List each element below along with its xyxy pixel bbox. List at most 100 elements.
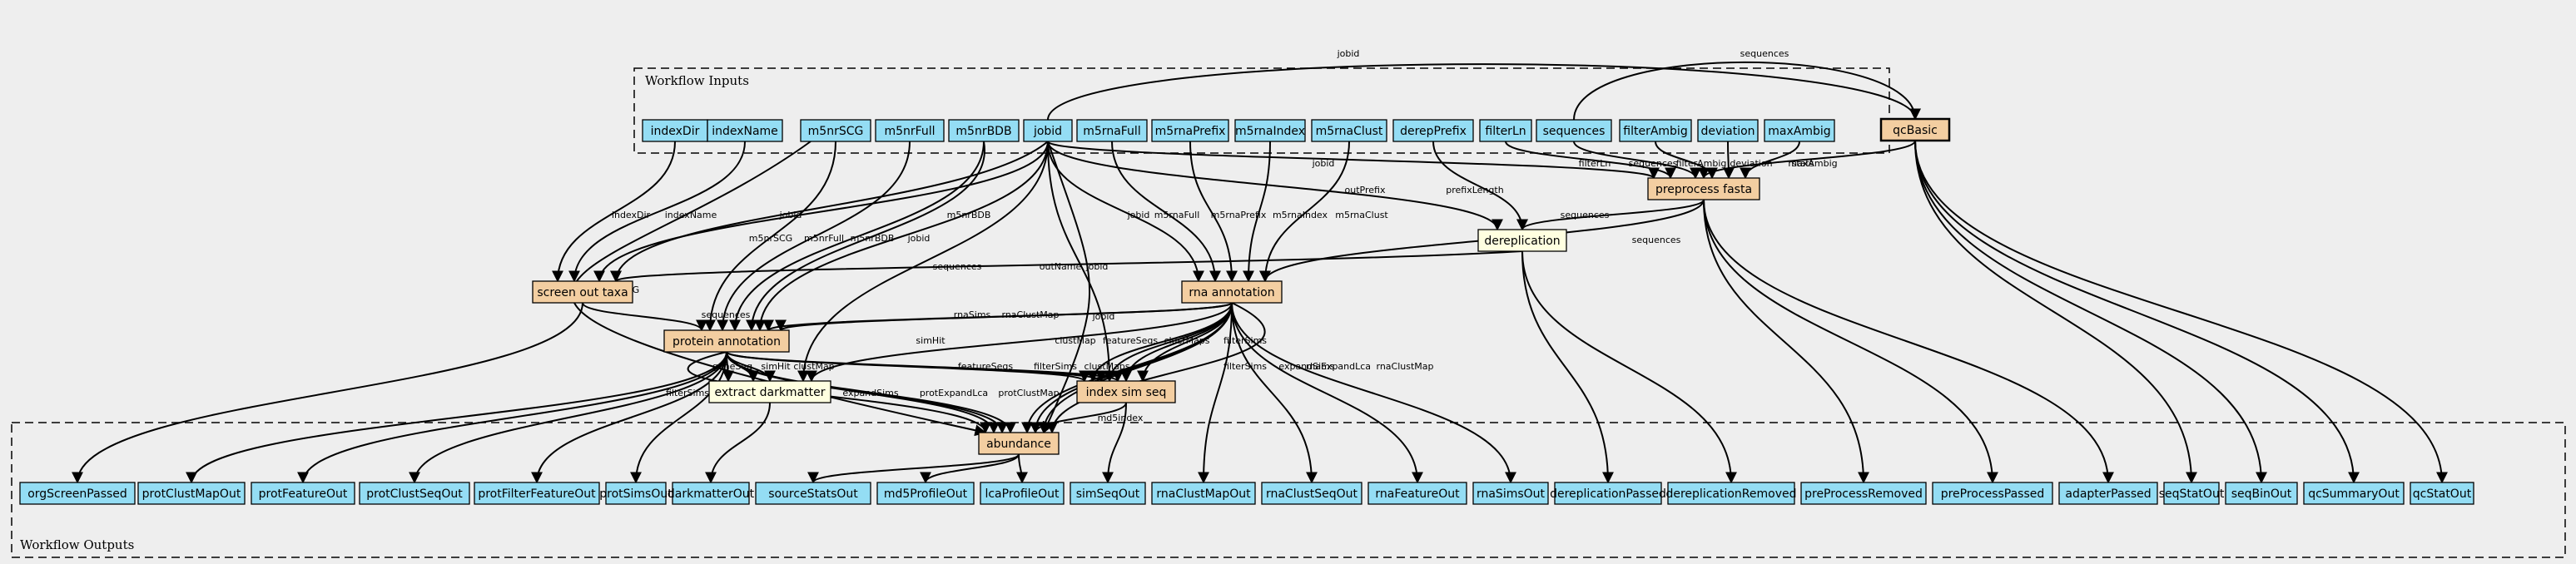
node-extract-darkmatter[interactable]: extract darkmatter — [708, 380, 831, 403]
node-deviation[interactable]: deviation — [1697, 119, 1759, 142]
node-seqstatout[interactable]: seqStatOut — [2159, 482, 2225, 505]
node-protfilterfeatureout[interactable]: protFilterFeatureOut — [474, 482, 600, 505]
edge-label: filterLn — [1579, 158, 1611, 169]
node-m5nrscg[interactable]: m5nrSCG — [800, 119, 871, 142]
node-adapterpassed[interactable]: adapterPassed — [2058, 482, 2158, 505]
edge-label: indexDir — [612, 210, 651, 220]
node-seqbinout[interactable]: seqBinOut — [2225, 482, 2298, 505]
node-label: extract darkmatter — [714, 386, 825, 399]
node-indexdir[interactable]: indexDir — [642, 119, 708, 142]
node-jobid[interactable]: jobid — [1023, 119, 1073, 142]
node-protfeatureout[interactable]: protFeatureOut — [251, 482, 355, 505]
node-label: maxAmbig — [1768, 125, 1830, 138]
edge-label: m5rnaFull — [1154, 210, 1200, 220]
edge-6 — [1722, 141, 1735, 180]
edge-56 — [186, 351, 727, 484]
node-label: preprocess fasta — [1655, 183, 1752, 196]
edge-label: sequences — [933, 261, 982, 272]
edge-60 — [630, 351, 727, 484]
node-label: protFilterFeatureOut — [478, 487, 596, 501]
edge-14 — [552, 141, 676, 283]
node-label: indexName — [712, 125, 778, 138]
edge-68 — [1231, 302, 1423, 484]
node-lcaprofileout[interactable]: lcaProfileOut — [980, 482, 1065, 505]
node-sourcestatsout[interactable]: sourceStatsOut — [755, 482, 871, 505]
edge-20 — [717, 141, 911, 332]
node-rna-annotation[interactable]: rna annotation — [1181, 280, 1283, 304]
node-m5rnaprefix[interactable]: m5rnaPrefix — [1151, 119, 1229, 142]
node-label: m5nrBDB — [955, 125, 1011, 138]
node-preprocesspassed[interactable]: preProcessPassed — [1932, 482, 2053, 505]
edge-54 — [1042, 141, 1090, 434]
node-filterambig[interactable]: filterAmbig — [1619, 119, 1692, 142]
node-abundance[interactable]: abundance — [978, 432, 1060, 455]
node-rnaclustseqout[interactable]: rnaClustSeqOut — [1261, 482, 1362, 505]
edge-23 — [754, 141, 1049, 332]
edge-label: jobid — [1127, 210, 1150, 220]
edge-label: outName — [1040, 261, 1082, 272]
node-label: deviation — [1700, 125, 1755, 138]
node-m5nrbdb[interactable]: m5nrBDB — [948, 119, 1020, 142]
node-maxambig[interactable]: maxAmbig — [1764, 119, 1835, 142]
node-label: seqStatOut — [2159, 487, 2225, 501]
node-dereplication[interactable]: dereplication — [1477, 229, 1567, 252]
node-derepprefix[interactable]: derepPrefix — [1392, 119, 1474, 142]
node-label: rnaSimsOut — [1477, 487, 1546, 501]
edge-67 — [1231, 302, 1318, 484]
node-md5profileout[interactable]: md5ProfileOut — [876, 482, 975, 505]
node-label: screen out taxa — [537, 286, 628, 299]
node-preprocess-fasta[interactable]: preprocess fasta — [1647, 177, 1760, 200]
edge-69 — [1231, 302, 1516, 484]
node-label: preProcessPassed — [1941, 487, 2045, 501]
node-label: filterAmbig — [1623, 125, 1687, 138]
node-m5rnaclust[interactable]: m5rnaClust — [1311, 119, 1387, 142]
node-dereplicationpassed[interactable]: dereplicationPassed — [1550, 482, 1666, 505]
edge-71 — [1521, 250, 1737, 484]
node-qcbasic[interactable]: qcBasic — [1879, 117, 1951, 142]
node-label: m5rnaIndex — [1235, 125, 1305, 138]
edge-label: prefixLength — [1446, 185, 1503, 195]
node-label: qcBasic — [1893, 124, 1938, 137]
edge-19 — [704, 141, 836, 332]
node-sequences[interactable]: sequences — [1536, 119, 1612, 142]
node-indexname[interactable]: indexName — [707, 119, 783, 142]
node-m5nrfull[interactable]: m5nrFull — [875, 119, 945, 142]
node-dereplicationremoved[interactable]: dereplicationRemoved — [1665, 482, 1797, 505]
node-label: seqBinOut — [2231, 487, 2292, 501]
edge-58 — [409, 351, 727, 484]
node-darkmatterout[interactable]: darkmatterOut — [668, 482, 755, 505]
node-filterln[interactable]: filterLn — [1479, 119, 1532, 142]
edge-label: protClustMap — [998, 388, 1059, 398]
edge-label: indexName — [665, 210, 717, 220]
edge-18 — [582, 302, 707, 332]
edge-57 — [297, 351, 727, 484]
node-rnasimsout[interactable]: rnaSimsOut — [1472, 482, 1549, 505]
node-m5rnaindex[interactable]: m5rnaIndex — [1234, 119, 1306, 142]
edge-16 — [593, 141, 1049, 283]
node-protsimsout[interactable]: protSimsOut — [599, 482, 673, 505]
edge-label: outPrefix — [1345, 185, 1386, 195]
node-rnafeatureout[interactable]: rnaFeatureOut — [1367, 482, 1467, 505]
node-protein-annotation[interactable]: protein annotation — [663, 329, 790, 353]
node-protclustmapout[interactable]: protClustMapOut — [137, 482, 246, 505]
node-screen-out-taxa[interactable]: screen out taxa — [532, 280, 633, 304]
node-simseqout[interactable]: simSeqOut — [1070, 482, 1146, 505]
edge-34 — [806, 302, 1233, 383]
edge-31 — [1047, 141, 1115, 383]
edge-13 — [610, 250, 1523, 283]
edge-label: rnaExpandLca — [1306, 361, 1371, 372]
node-preprocessremoved[interactable]: preProcessRemoved — [1800, 482, 1927, 505]
node-qcstatout[interactable]: qcStatOut — [2410, 482, 2474, 505]
edge-30 — [797, 141, 1049, 383]
node-label: rnaClustMapOut — [1156, 487, 1251, 501]
node-rnaclustmapout[interactable]: rnaClustMapOut — [1151, 482, 1256, 505]
node-index-sim-seq[interactable]: index sim seq — [1076, 380, 1176, 403]
edge-65 — [1102, 402, 1127, 484]
node-m5rnafull[interactable]: m5rnaFull — [1076, 119, 1148, 142]
node-orgscreenpassed[interactable]: orgScreenPassed — [19, 482, 136, 505]
node-label: dereplicationRemoved — [1665, 487, 1796, 501]
node-qcsummaryout[interactable]: qcSummaryOut — [2303, 482, 2405, 505]
node-label: protein annotation — [673, 335, 781, 349]
edge-25 — [1111, 141, 1221, 283]
node-protclustseqout[interactable]: protClustSeqOut — [359, 482, 470, 505]
